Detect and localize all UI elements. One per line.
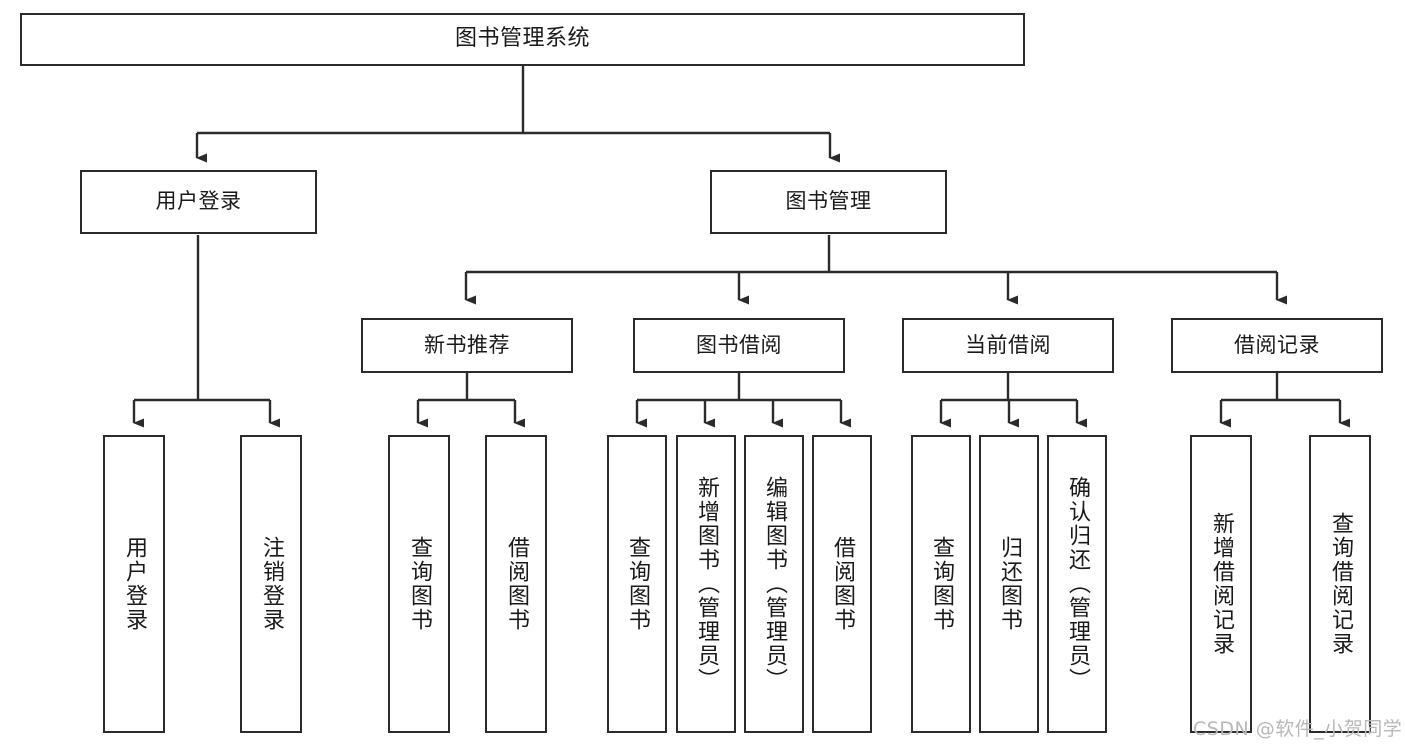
node-leaf-borrow-book-2-label: 借阅图书 [830, 536, 855, 632]
node-book-borrow-label: 图书借阅 [696, 332, 782, 357]
node-leaf-borrow-book-1[interactable]: 借阅图书 [485, 435, 547, 733]
node-leaf-confirm-return-label: 确认归还（管理员） [1065, 476, 1090, 692]
node-new-book-recommend-label: 新书推荐 [424, 332, 510, 357]
node-leaf-borrow-book-1-label: 借阅图书 [504, 536, 529, 632]
node-leaf-add-borrow-record[interactable]: 新增借阅记录 [1190, 435, 1252, 733]
node-leaf-user-logout[interactable]: 注销登录 [240, 435, 302, 733]
node-leaf-query-book-2-label: 查询图书 [625, 536, 650, 632]
node-leaf-user-login[interactable]: 用户登录 [103, 435, 165, 733]
node-leaf-user-logout-label: 注销登录 [259, 536, 284, 632]
node-leaf-query-book-3-label: 查询图书 [929, 536, 954, 632]
node-leaf-borrow-book-2[interactable]: 借阅图书 [812, 435, 872, 733]
node-leaf-query-borrow-record[interactable]: 查询借阅记录 [1309, 435, 1371, 733]
node-leaf-edit-book[interactable]: 编辑图书（管理员） [744, 435, 804, 733]
node-root[interactable]: 图书管理系统 [20, 13, 1025, 66]
node-new-book-recommend[interactable]: 新书推荐 [361, 318, 573, 373]
node-leaf-add-borrow-record-label: 新增借阅记录 [1209, 512, 1234, 656]
node-user-login[interactable]: 用户登录 [80, 170, 317, 234]
node-leaf-user-login-label: 用户登录 [122, 536, 147, 632]
node-leaf-add-book[interactable]: 新增图书（管理员） [676, 435, 736, 733]
node-leaf-query-book-3[interactable]: 查询图书 [911, 435, 971, 733]
node-leaf-confirm-return[interactable]: 确认归还（管理员） [1047, 435, 1107, 733]
node-book-management-label: 图书管理 [785, 189, 872, 214]
node-current-borrow-label: 当前借阅 [965, 332, 1051, 357]
node-borrow-record-label: 借阅记录 [1234, 332, 1320, 357]
node-book-borrow[interactable]: 图书借阅 [633, 318, 845, 373]
node-user-login-label: 用户登录 [155, 189, 242, 214]
csdn-watermark: CSDN @软件_小贺同学 [1193, 718, 1403, 740]
node-leaf-edit-book-label: 编辑图书（管理员） [762, 476, 787, 692]
node-borrow-record[interactable]: 借阅记录 [1171, 318, 1383, 373]
node-leaf-query-book-1[interactable]: 查询图书 [388, 435, 450, 733]
node-leaf-add-book-label: 新增图书（管理员） [694, 476, 719, 692]
node-book-management[interactable]: 图书管理 [710, 170, 947, 234]
node-current-borrow[interactable]: 当前借阅 [902, 318, 1114, 373]
node-leaf-query-book-1-label: 查询图书 [407, 536, 432, 632]
node-leaf-return-book-label: 归还图书 [997, 536, 1022, 632]
node-leaf-query-borrow-record-label: 查询借阅记录 [1328, 512, 1353, 656]
node-root-label: 图书管理系统 [454, 26, 590, 52]
node-leaf-return-book[interactable]: 归还图书 [979, 435, 1039, 733]
node-leaf-query-book-2[interactable]: 查询图书 [607, 435, 667, 733]
